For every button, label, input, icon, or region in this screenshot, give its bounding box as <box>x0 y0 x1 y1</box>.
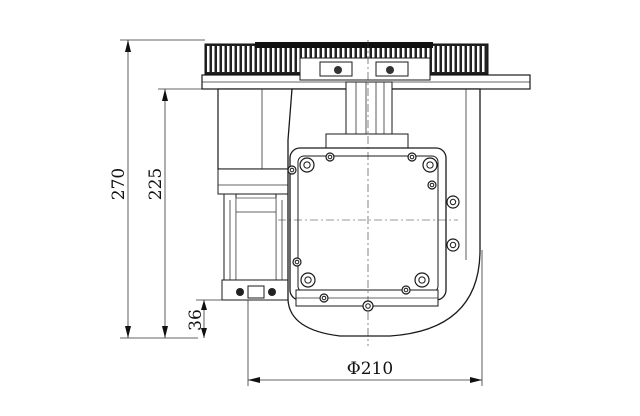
hex-bolt-icon <box>319 293 329 303</box>
dimension-total-height: 270 <box>109 39 205 339</box>
hex-bolt-icon <box>414 272 430 288</box>
hex-bolt-icon <box>422 157 438 173</box>
gear-tooth <box>432 46 435 72</box>
gear-tooth <box>472 46 475 72</box>
hex-bolt-icon <box>446 238 460 252</box>
gear-tooth <box>257 46 260 72</box>
gear-tooth <box>232 46 235 72</box>
gear-tooth <box>482 46 485 72</box>
dimension-wheel-diameter: Φ210 <box>247 250 483 386</box>
frame-height-label: 225 <box>146 168 166 200</box>
hex-bolt-icon <box>427 180 437 190</box>
gear-tooth <box>212 46 215 72</box>
total-height-label: 270 <box>109 168 129 200</box>
gear-tooth <box>462 46 465 72</box>
gear-tooth <box>477 46 480 72</box>
gear-tooth <box>222 46 225 72</box>
left-housing <box>217 88 293 301</box>
gear-tooth <box>297 46 300 72</box>
gear-tooth <box>227 46 230 72</box>
gear-tooth <box>237 46 240 72</box>
gear-tooth <box>247 46 250 72</box>
hex-bolt-icon <box>292 257 302 267</box>
hex-bolt-icons <box>287 152 460 312</box>
gear-tooth <box>277 46 280 72</box>
dimension-frame-height: 225 <box>146 88 202 338</box>
gear-tooth <box>292 46 295 72</box>
hex-bolt-icon <box>407 152 417 162</box>
gear-tooth <box>457 46 460 72</box>
hex-bolt-icon <box>446 195 460 209</box>
gear-tooth <box>272 46 275 72</box>
gear-tooth <box>452 46 455 72</box>
gear-tooth <box>287 46 290 72</box>
gear-tooth <box>467 46 470 72</box>
wheel-diameter-label: Φ210 <box>347 359 393 379</box>
gear-tooth <box>207 46 210 72</box>
hex-bolt-icon <box>300 272 316 288</box>
gear-tooth <box>242 46 245 72</box>
gear-tooth <box>267 46 270 72</box>
gear-tooth <box>217 46 220 72</box>
gear-tooth <box>442 46 445 72</box>
dimension-bottom-offset: 36 <box>186 299 222 338</box>
gear-tooth <box>447 46 450 72</box>
gear-tooth <box>282 46 285 72</box>
hex-bolt-icon <box>401 285 411 295</box>
gear-tooth <box>252 46 255 72</box>
hex-bolt-icon <box>362 300 374 312</box>
bottom-offset-label: 36 <box>186 309 206 331</box>
gear-tooth <box>437 46 440 72</box>
hex-bolt-icon <box>299 157 315 173</box>
gear-tooth <box>262 46 265 72</box>
drive-shaft <box>325 81 409 149</box>
center-lines <box>278 40 458 346</box>
hex-bolt-icon <box>287 165 297 175</box>
hex-bolt-icon <box>325 152 335 162</box>
